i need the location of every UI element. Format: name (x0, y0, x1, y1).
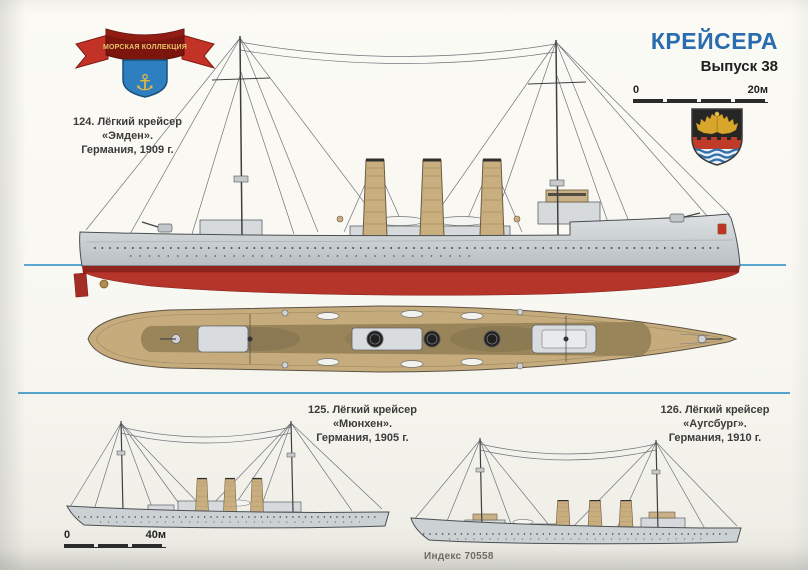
fighting-top (651, 469, 661, 475)
bridge-windows (548, 193, 586, 196)
underwater-hull (82, 271, 740, 296)
gold-eagle (695, 111, 739, 135)
hull-side (66, 505, 390, 529)
ship-name-line: «Аугсбург». (683, 418, 747, 430)
rigging-lines (412, 439, 738, 532)
ship-label-augsburg: 126. Лёгкий крейсер «Аугсбург». Германия… (645, 403, 785, 445)
ship-name-line: «Эмден». (102, 130, 153, 142)
emden-plan-view-drawing (87, 305, 738, 373)
hull-side (410, 517, 742, 545)
ventilator (513, 215, 521, 223)
aerial-wires (479, 443, 657, 461)
scale-bar-line (633, 99, 768, 103)
rigging-lines (85, 37, 731, 235)
funnel-1 (361, 158, 389, 238)
rigging-lines (69, 422, 383, 513)
boats-plan (316, 310, 484, 368)
emden-side-view-drawing (73, 35, 741, 298)
ship-label-muenchen: 125. Лёгкий крейсер «Мюнхен». Германия, … (295, 403, 430, 445)
rudder (73, 272, 89, 298)
aerial-wires (239, 41, 557, 64)
side-guns-plan (281, 308, 524, 370)
ventilator (336, 215, 344, 223)
yards (211, 77, 587, 85)
masts (239, 35, 559, 237)
anchor-chains-plan (679, 333, 711, 345)
bottom-scale-bar: 0 40м (64, 529, 166, 548)
mast-plan (247, 336, 253, 342)
aft-structure-plan (197, 325, 249, 353)
funnel-opening (366, 330, 384, 348)
title-block: КРЕЙСЕРА Выпуск 38 (651, 28, 778, 75)
top-scale-bar: 0 20м (633, 84, 768, 103)
aerial-wires (120, 426, 292, 444)
scale-end-label: 40м (145, 529, 166, 541)
scale-bar-line (64, 544, 166, 548)
aft-chart-house (648, 511, 676, 519)
stern-gun-barrel (141, 221, 159, 228)
fighting-top (116, 450, 126, 456)
fighting-top (286, 452, 296, 458)
crest-field (692, 109, 742, 165)
hull-plating-line (85, 239, 735, 243)
ribbon-highlight (106, 29, 184, 41)
anchor-icon: ⚓ (135, 70, 155, 95)
ship-name-line: «Мюнхен». (332, 418, 393, 430)
bow-gun-plan (697, 334, 707, 344)
aft-deckhouse (199, 219, 263, 237)
bridge-block (537, 201, 601, 225)
fighting-top (549, 179, 565, 187)
lifeboat (437, 216, 487, 226)
funnel-3 (249, 477, 265, 513)
crenellation (697, 137, 741, 140)
ship-label-emden: 124. Лёгкий крейсер «Эмден». Германия, 1… (55, 115, 200, 157)
stern-gun (157, 223, 173, 233)
mast-plan (563, 336, 569, 342)
funnel-1 (194, 477, 210, 513)
ship-number-line: 124. Лёгкий крейсер (72, 116, 183, 128)
funnel-opening (423, 330, 441, 348)
ship-number-line: 126. Лёгкий крейсер (660, 404, 770, 416)
crest-outline (691, 108, 743, 166)
emden-city-crest-icon (691, 108, 743, 166)
anchor-shield (122, 59, 168, 98)
funnel-2 (222, 477, 238, 513)
bow-gun-barrel (683, 212, 701, 218)
funnel-3 (478, 158, 506, 238)
muenchen-side-view-drawing (66, 420, 390, 529)
publication-title: КРЕЙСЕРА (650, 28, 778, 54)
masts (479, 437, 659, 532)
mid-structure-plan (351, 327, 423, 351)
section-divider (18, 392, 790, 394)
augsburg-side-view-drawing (410, 437, 742, 545)
fighting-top (233, 175, 249, 183)
propeller (99, 279, 109, 289)
chart-house (472, 513, 498, 521)
ship-origin-line: Германия, 1910 г. (668, 432, 762, 444)
fighting-top (475, 467, 485, 473)
funnel-opening (483, 330, 501, 348)
scale-end-label: 20м (747, 84, 768, 96)
aft-deckhouse (262, 501, 302, 513)
scale-start-label: 0 (64, 529, 71, 541)
bow-gun (669, 213, 685, 223)
bow-crest (717, 223, 727, 235)
ship-origin-line: Германия, 1905 г. (316, 432, 409, 444)
banner-title: МОРСКАЯ КОЛЛЕКЦИЯ (103, 44, 187, 51)
scale-start-label: 0 (633, 84, 640, 96)
ship-origin-line: Германия, 1909 г. (81, 144, 174, 156)
boot-stripe (82, 266, 740, 273)
masts (120, 420, 294, 513)
issue-number: Выпуск 38 (700, 58, 778, 75)
naval-collection-banner: МОРСКАЯ КОЛЛЕКЦИЯ ⚓ (74, 28, 216, 98)
deck-edge-line (95, 310, 725, 368)
print-index: Индекс 70558 (424, 551, 494, 562)
funnel-2 (418, 158, 446, 238)
ship-number-line: 125. Лёгкий крейсер (307, 404, 418, 416)
